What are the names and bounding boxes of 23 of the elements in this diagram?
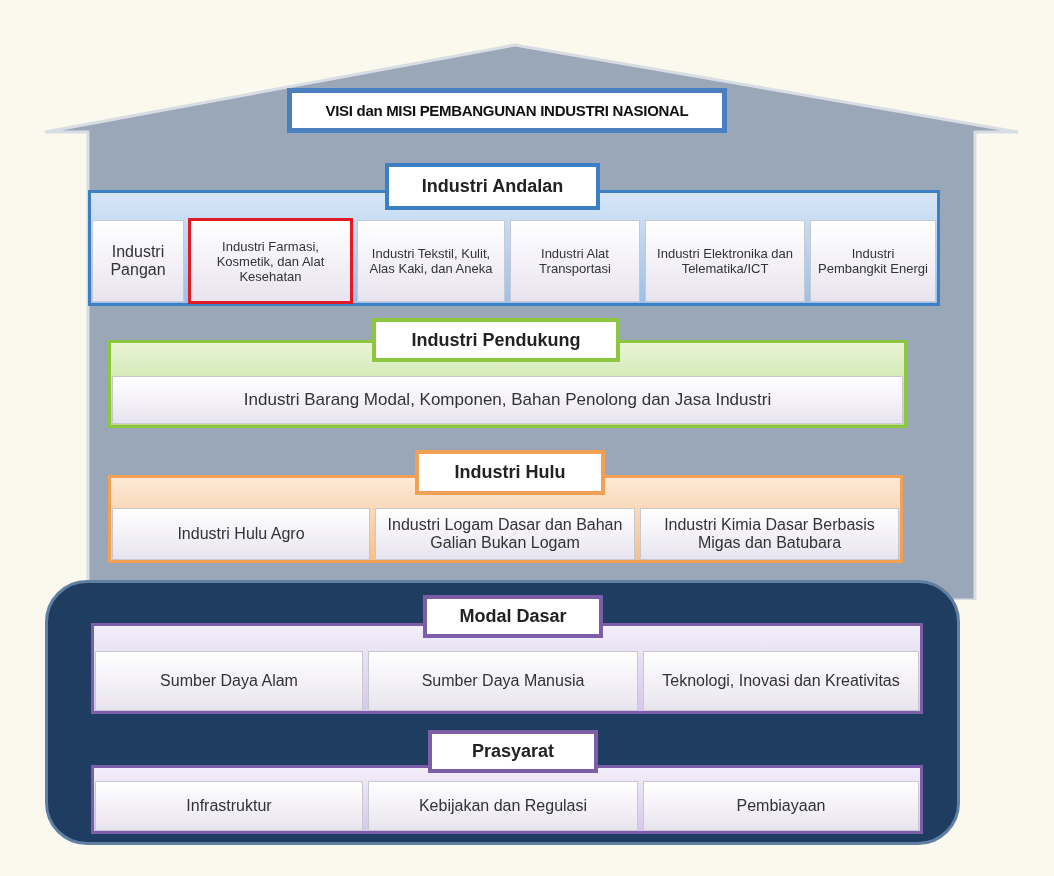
section-heading: Modal Dasar bbox=[423, 595, 603, 638]
section-heading: Industri Pendukung bbox=[372, 318, 620, 362]
category-box: Kebijakan dan Regulasi bbox=[368, 781, 638, 831]
category-box: Sumber Daya Manusia bbox=[368, 651, 638, 711]
section-heading: Prasyarat bbox=[428, 730, 598, 773]
category-box: Industri Farmasi, Kosmetik, dan Alat Kesehatan bbox=[188, 218, 353, 304]
category-box: Industri Elektronika dan Telematika/ICT bbox=[645, 220, 805, 302]
section-heading: Industri Hulu bbox=[415, 450, 605, 495]
category-box: Industri Barang Modal, Komponen, Bahan Penolong dan Jasa Industri bbox=[112, 376, 903, 424]
category-box: Industri Hulu Agro bbox=[112, 508, 370, 560]
category-box: Teknologi, Inovasi dan Kreativitas bbox=[643, 651, 919, 711]
category-box: Infrastruktur bbox=[95, 781, 363, 831]
category-box: Pembiayaan bbox=[643, 781, 919, 831]
category-box: Industri Kimia Dasar Berbasis Migas dan Batubara bbox=[640, 508, 899, 560]
category-box: Industri Pembangkit Energi bbox=[810, 220, 936, 302]
category-box: Industri Tekstil, Kulit, Alas Kaki, dan Aneka bbox=[357, 220, 505, 302]
category-box: Industri Pangan bbox=[92, 220, 184, 302]
category-box: Sumber Daya Alam bbox=[95, 651, 363, 711]
title-box: VISI dan MISI PEMBANGUNAN INDUSTRI NASIONAL bbox=[287, 88, 727, 133]
category-box: Industri Logam Dasar dan Bahan Galian Bukan Logam bbox=[375, 508, 635, 560]
panel-background bbox=[45, 580, 960, 845]
section-heading: Industri Andalan bbox=[385, 163, 600, 210]
category-box: Industri Alat Transportasi bbox=[510, 220, 640, 302]
